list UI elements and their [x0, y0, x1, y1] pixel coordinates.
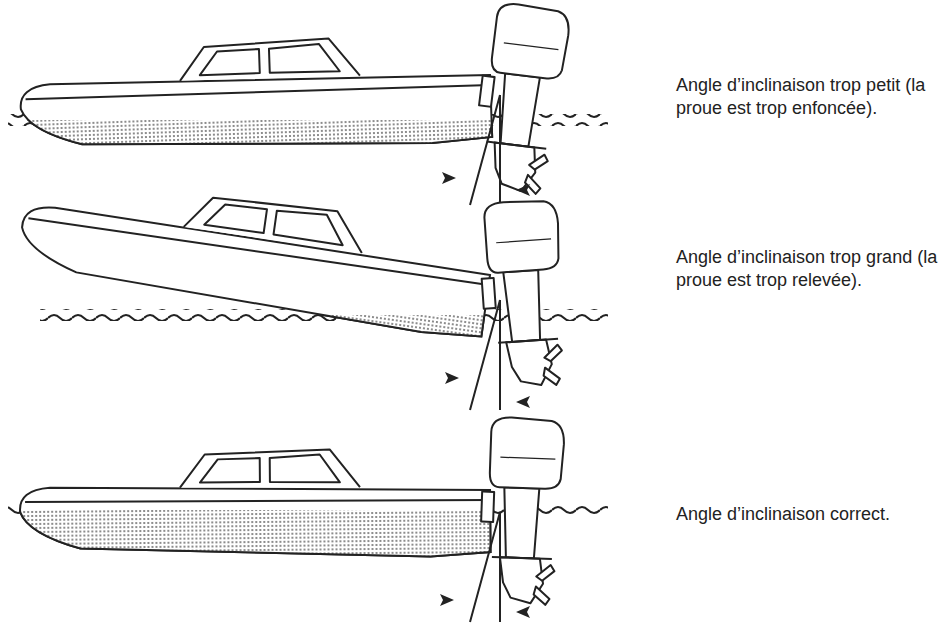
caption-text: Angle d’inclinaison trop grand (la proue… — [676, 246, 938, 293]
caption-text: Angle d’inclinaison correct. — [676, 503, 938, 526]
caption-text: Angle d’inclinaison trop petit (la proue… — [676, 74, 938, 121]
